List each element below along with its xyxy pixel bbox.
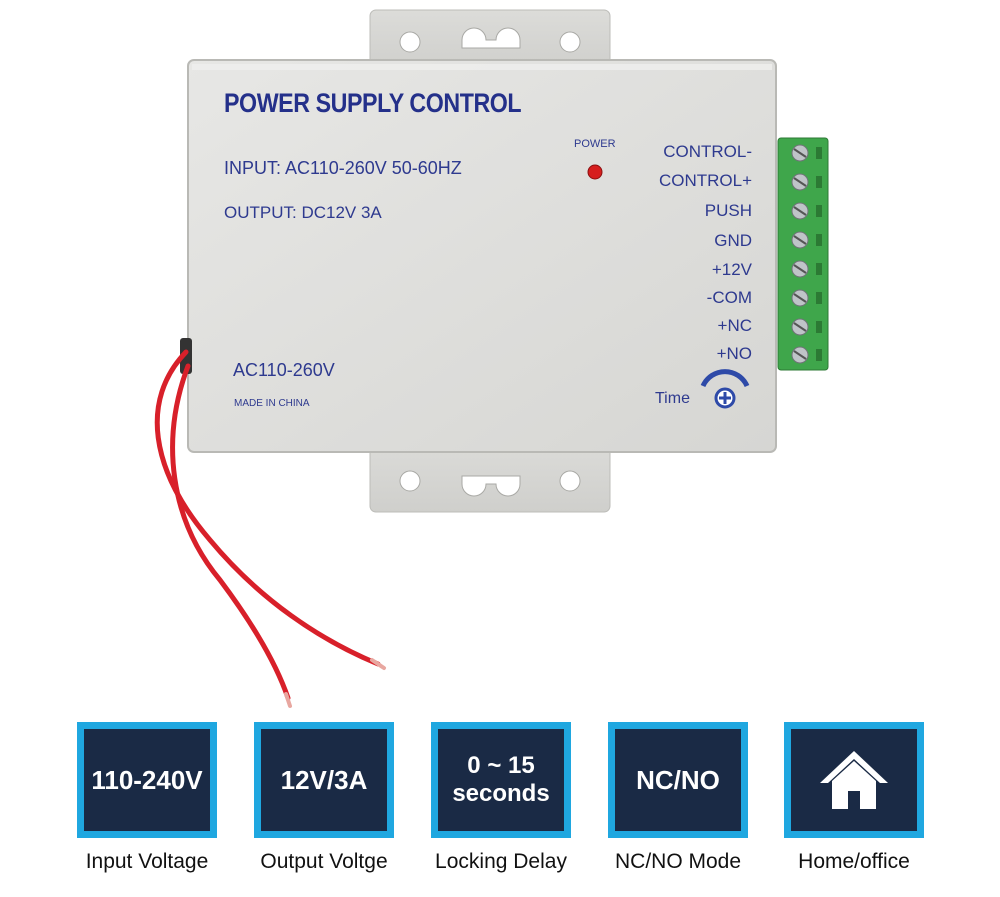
power-led [587,164,603,180]
device-enclosure [187,59,777,453]
terminal-label: +NC [717,316,752,335]
feature-tile [784,722,924,838]
feature-value: 0 ~ 15 seconds [438,729,564,831]
feature-nc-no-mode: NC/NO NC/NO Mode [608,722,748,874]
terminal-label: CONTROL- [663,142,752,161]
feature-caption: Locking Delay [435,850,567,873]
power-wires [154,338,386,708]
terminal-label: CONTROL+ [658,171,752,190]
feature-caption: Input Voltage [85,850,209,873]
house-icon [820,751,888,809]
terminal-label: +NO [716,344,752,363]
time-adjust-knob-icon [700,369,750,409]
feature-icon-area [791,729,917,831]
feature-tile: 12V/3A [254,722,394,838]
feature-caption: NC/NO Mode [614,850,742,873]
feature-value-line1: 0 ~ 15 [467,752,535,779]
feature-tile: 0 ~ 15 seconds [431,722,571,838]
feature-input-voltage: 110-240V Input Voltage [77,722,217,874]
feature-value: 110-240V [84,729,210,831]
feature-tile: NC/NO [608,722,748,838]
power-led-label: POWER [574,138,616,150]
terminal-label: -COM [706,288,752,307]
device-made-in: MADE IN CHINA [234,398,310,409]
feature-home-office: Home/office [784,722,924,874]
device-input-spec: INPUT: AC110-260V 50-60HZ [224,158,462,178]
feature-value: NC/NO [615,729,741,831]
feature-value: 12V/3A [261,729,387,831]
device-ac-label: AC110-260V [233,360,335,380]
terminal-label: PUSH [704,201,752,220]
top-mounting-bracket [369,9,611,71]
feature-caption: Home/office [798,850,910,873]
terminal-label: +12V [711,260,752,279]
terminal-label: GND [714,231,752,250]
feature-locking-delay: 0 ~ 15 seconds Locking Delay [431,722,571,874]
device-brand-label: POWER SUPPLY CONTROL [224,88,522,118]
feature-value-line2: seconds [452,780,550,807]
feature-output-voltage: 12V/3A Output Voltge [254,722,394,874]
device-output-spec: OUTPUT: DC12V 3A [224,203,382,222]
feature-tile: 110-240V [77,722,217,838]
terminal-block [777,137,829,371]
time-label: Time [655,390,690,407]
feature-caption: Output Voltge [260,850,388,873]
